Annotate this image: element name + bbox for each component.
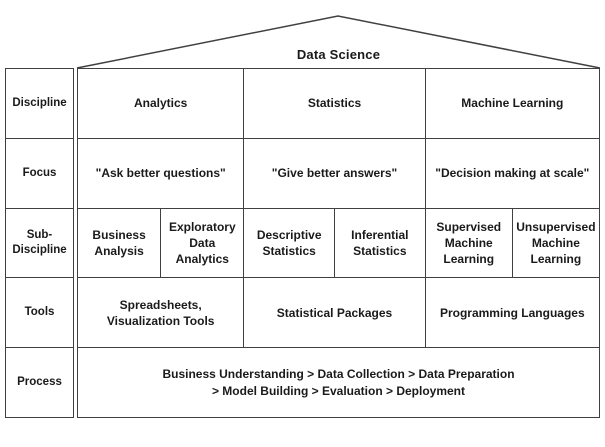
cell-focus-analytics: "Ask better questions" bbox=[95, 166, 226, 181]
row-header-tools: Tools bbox=[6, 277, 73, 347]
row-header-discipline: Discipline bbox=[12, 96, 67, 109]
diagram-title: Data Science bbox=[296, 46, 381, 62]
cell-sub-inferential-statistics: Inferential Statistics bbox=[334, 208, 425, 278]
cell-tools-machine-learning: Programming Languages bbox=[439, 305, 585, 320]
cell-discipline-statistics: Statistics bbox=[307, 96, 362, 111]
cell-tools-analytics: Spreadsheets, Visualization Tools bbox=[106, 297, 215, 328]
row-header-focus: Focus bbox=[6, 137, 73, 208]
cell-process: Business Understanding > Data Collection… bbox=[162, 367, 515, 398]
cell-sub-unsupervised-ml: Unsupervised Machine Learning bbox=[511, 208, 599, 278]
cell-sub-business-analysis: Business Analysis bbox=[92, 227, 146, 258]
cell-focus-statistics: "Give better answers" bbox=[271, 166, 398, 181]
sub-discipline-row: Business Analysis Exploratory Data Analy… bbox=[78, 207, 599, 278]
discipline-row: Analytics Statistics Machine Learning bbox=[78, 69, 599, 138]
cell-sub-descriptive-statistics: Descriptive Statistics bbox=[256, 227, 322, 258]
cell-discipline-machine-learning: Machine Learning bbox=[461, 96, 564, 111]
cell-sub-supervised-ml: Supervised Machine Learning bbox=[436, 219, 502, 267]
cell-discipline-analytics: Analytics bbox=[134, 96, 188, 111]
cell-sub-exploratory-data-analytics: Exploratory Data Analytics bbox=[160, 208, 243, 278]
cell-tools-statistics: Statistical Packages bbox=[276, 305, 393, 320]
row-header-sub-discipline: Sub- Discipline bbox=[6, 207, 73, 278]
cell-focus-machine-learning: "Decision making at scale" bbox=[435, 166, 590, 181]
diagram-grid: Analytics Statistics Machine Learning "A… bbox=[77, 68, 600, 418]
roof-outline bbox=[76, 15, 601, 69]
process-row: Business Understanding > Data Collection… bbox=[78, 347, 599, 417]
focus-row: "Ask better questions" "Give better answ… bbox=[78, 137, 599, 208]
tools-row: Spreadsheets, Visualization Tools Statis… bbox=[78, 277, 599, 348]
row-header-process: Process bbox=[6, 347, 73, 417]
row-header-column: Discipline Focus Sub- Discipline Tools P… bbox=[5, 68, 74, 418]
